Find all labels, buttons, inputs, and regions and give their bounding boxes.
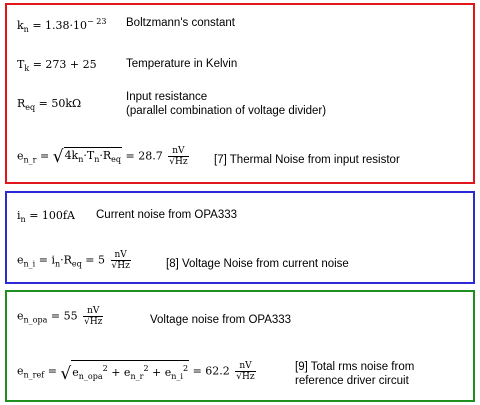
total-noise-label: [9] Total rms noise from reference drive… — [295, 360, 414, 388]
thermal-noise-label: [7] Thermal Noise from input resistor — [214, 154, 400, 166]
unit-fraction-current: nV√Hz — [110, 250, 131, 271]
resistance-equation: Req = 50kΩ — [17, 97, 82, 112]
boltzmann-equation: kn = 1.38·10− 23 — [17, 17, 107, 34]
voltage-from-current-label: [8] Voltage Noise from current noise — [166, 258, 349, 270]
thermal-noise-section — [5, 3, 475, 184]
opa-voltage-noise-label: Voltage noise from OPA333 — [150, 314, 292, 326]
boltzmann-label: Boltzmann's constant — [126, 17, 235, 29]
total-noise-label-line2: reference driver circuit — [295, 375, 409, 387]
thermal-noise-equation: en_r = √4kn·Tn·Req = 28.7 nV√Hz — [17, 146, 189, 167]
sqrt-total: √en_opa2 + en_r2 + en_i2 — [60, 360, 190, 383]
resistance-label-line1: Input resistance — [126, 91, 208, 103]
resistance-label-line2: (parallel combination of voltage divider… — [126, 105, 327, 117]
current-noise-label: Current noise from OPA333 — [96, 209, 238, 221]
temperature-equation: Tk = 273 + 25 — [17, 58, 97, 73]
voltage-from-current-equation: en_i = in·Req = 5 nV√Hz — [17, 250, 131, 271]
unit-fraction-thermal: nV√Hz — [168, 146, 189, 167]
current-noise-equation: in = 100fA — [17, 209, 75, 224]
opa-noise-section — [5, 290, 475, 402]
unit-fraction-opa: nV√Hz — [83, 306, 104, 327]
sqrt-thermal: √4kn·Tn·Req — [52, 147, 123, 167]
total-noise-equation: en_ref = √en_opa2 + en_r2 + en_i2 = 62.2… — [17, 360, 256, 384]
unit-fraction-total: nV√Hz — [235, 361, 256, 382]
resistance-label: Input resistance (parallel combination o… — [126, 90, 326, 118]
opa-voltage-noise-equation: en_opa = 55 nV√Hz — [17, 306, 104, 327]
current-noise-section — [5, 191, 475, 284]
total-noise-label-line1: [9] Total rms noise from — [295, 361, 415, 373]
temperature-label: Temperature in Kelvin — [126, 58, 238, 70]
